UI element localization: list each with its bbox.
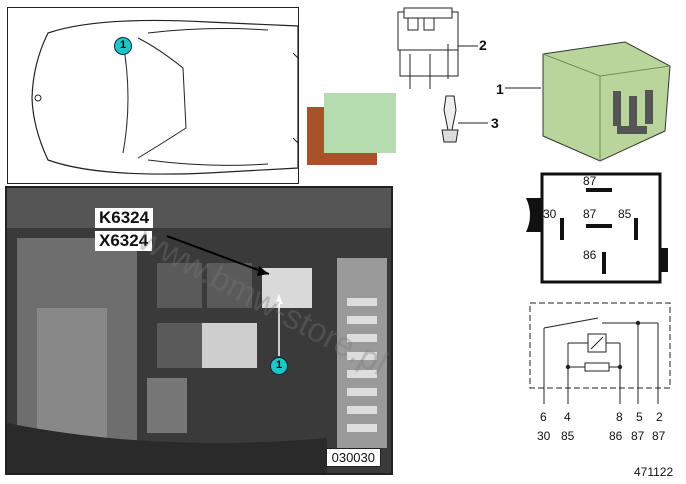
relay-label-k6324: K6324 [95,208,154,228]
relay-drawing [505,41,671,162]
part-number-2: 2 [479,37,487,53]
socket-label-x6324: X6324 [95,231,153,251]
terminal-drawing [441,95,488,143]
terminal-number-4: 4 [564,410,571,424]
terminal-number-2: 2 [656,410,663,424]
pinout-label-85: 85 [618,207,632,221]
part-number-3: 3 [491,115,499,131]
installation-photo-panel: K6324 X6324 1 030030 [5,186,393,475]
terminal-name-85: 85 [561,429,575,443]
relay-socket-drawing [397,7,478,89]
terminal-name-86: 86 [609,429,623,443]
terminal-number-5: 5 [636,410,643,424]
pinout-label-86: 86 [583,248,597,262]
terminal-name-87-b: 87 [652,429,666,443]
relay-circuit-schematic [529,302,671,404]
terminal-name-87-a: 87 [631,429,645,443]
location-callout-1: 1 [114,37,132,55]
terminal-number-8: 8 [616,410,623,424]
terminal-name-30: 30 [537,429,551,443]
car-location-panel: 1 [7,7,299,184]
part-number-1: 1 [496,81,504,97]
green-swatch [324,93,396,153]
engine-bay-photo [7,188,391,473]
pinout-label-30: 30 [543,207,557,221]
photo-code: 030030 [325,448,381,467]
pinout-label-87-top: 87 [583,174,597,188]
car-outline-drawing [31,19,299,175]
photo-callout-1: 1 [270,357,288,375]
pinout-label-87-middle: 87 [583,207,597,221]
figure-code: 471122 [634,465,674,479]
terminal-number-6: 6 [540,410,547,424]
relay-pinout-diagram [526,172,668,284]
